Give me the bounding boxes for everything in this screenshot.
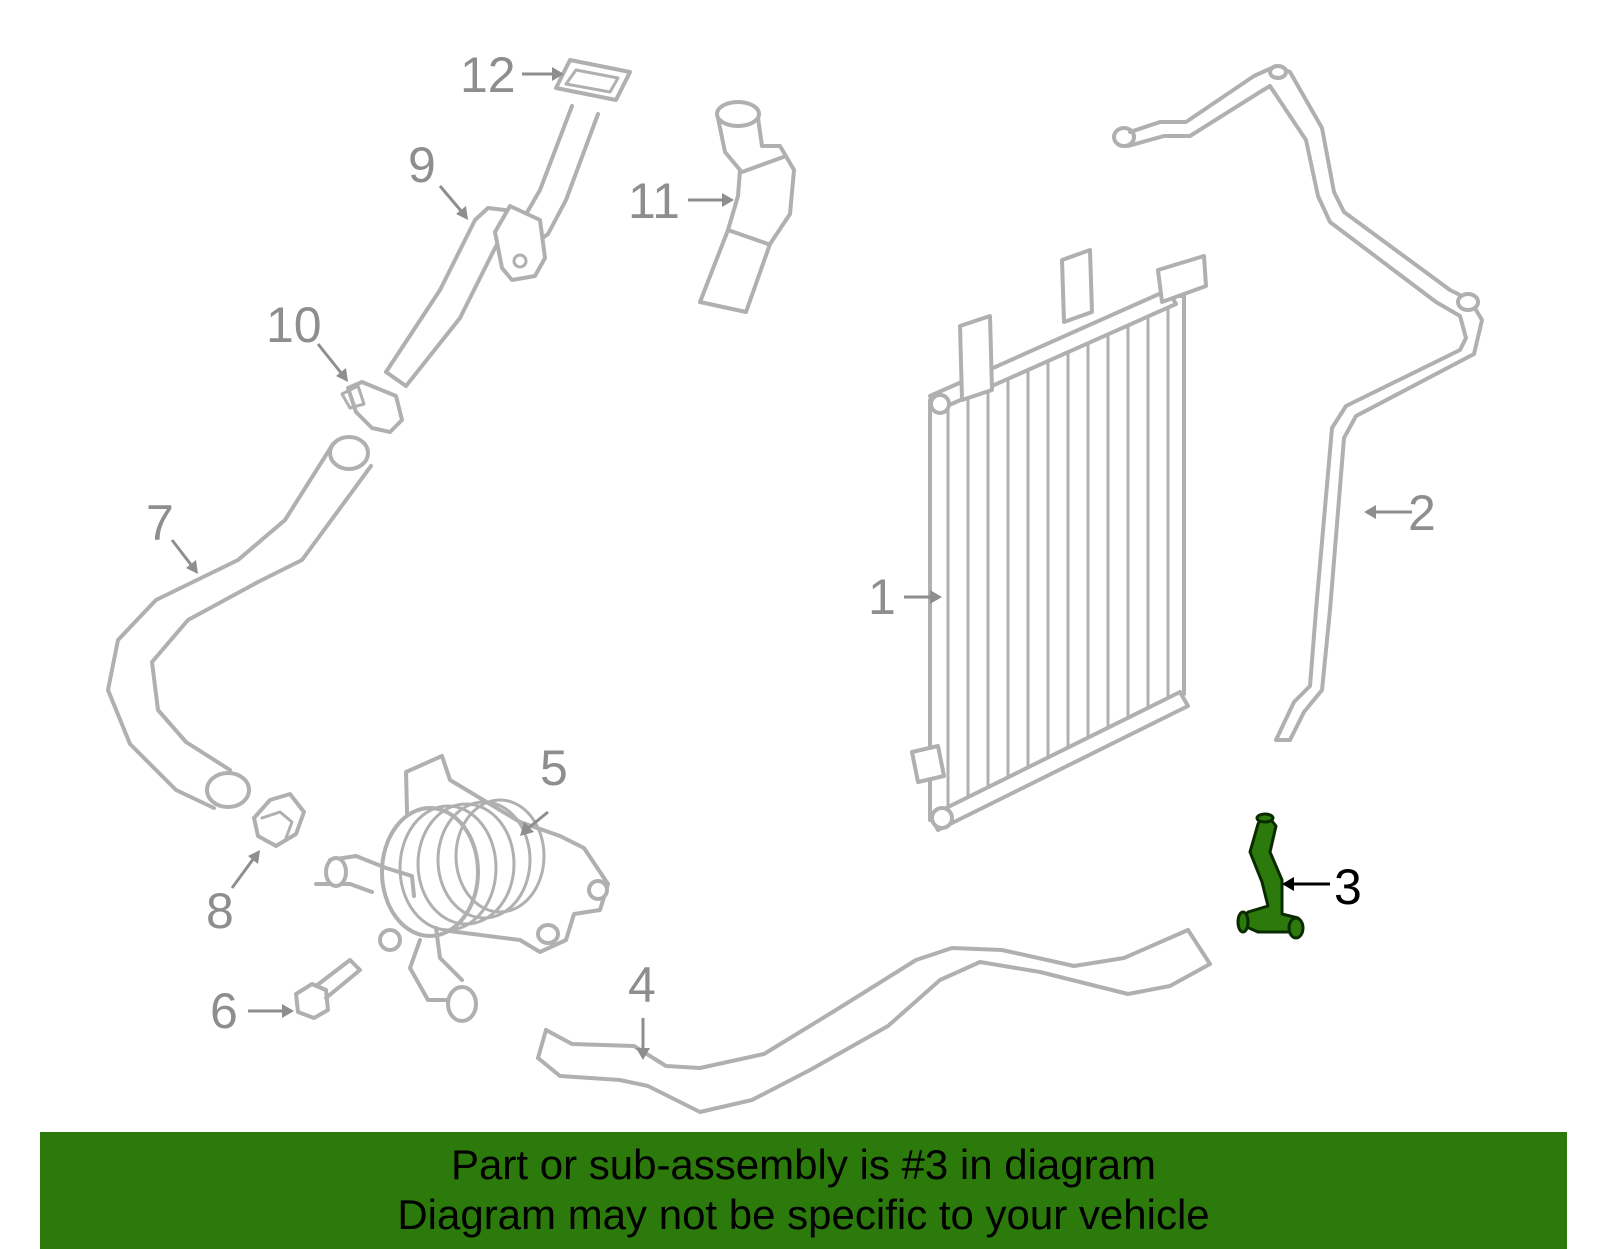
callout-1[interactable]: 1	[868, 569, 896, 625]
part-7-hose[interactable]	[106, 435, 373, 810]
callout-4[interactable]: 4	[628, 957, 656, 1013]
arrow-9	[438, 185, 468, 220]
part-12-seal[interactable]	[554, 58, 632, 102]
part-6-bolt[interactable]	[294, 958, 362, 1020]
callout-3[interactable]: 3	[1334, 859, 1362, 915]
banner-line-disclaimer: Diagram may not be specific to your vehi…	[397, 1191, 1210, 1238]
info-banner: Part or sub-assembly is #3 in diagram Di…	[40, 1132, 1567, 1249]
arrow-3	[1282, 877, 1330, 891]
part-10-clamp[interactable]	[340, 380, 404, 434]
part-2-tube[interactable]	[1112, 64, 1484, 742]
part-4-hose[interactable]	[536, 928, 1212, 1114]
callout-2[interactable]: 2	[1408, 485, 1436, 541]
arrow-4	[636, 1018, 650, 1060]
callout-6[interactable]: 6	[210, 983, 238, 1039]
arrow-6	[248, 1004, 294, 1018]
part-1-radiator[interactable]	[910, 248, 1208, 832]
callout-5[interactable]: 5	[540, 740, 568, 796]
callout-11[interactable]: 11	[628, 173, 680, 229]
part-8-clamp[interactable]	[252, 792, 306, 848]
arrow-1	[904, 590, 942, 604]
arrow-7	[170, 539, 198, 574]
callout-7[interactable]: 7	[146, 495, 174, 551]
part-11-hose[interactable]	[698, 100, 796, 314]
arrow-10	[316, 343, 348, 382]
callout-9[interactable]: 9	[408, 137, 436, 193]
part-9-tube[interactable]	[384, 104, 600, 388]
arrow-5	[520, 810, 549, 836]
arrow-11	[688, 193, 734, 207]
callout-12[interactable]: 12	[460, 47, 516, 103]
arrow-2	[1364, 505, 1412, 519]
banner-line-part: Part or sub-assembly is #3 in diagram	[451, 1141, 1156, 1188]
callout-numbers: 1 2 3 4 5 6 7 8 9 10 11 12	[146, 47, 1436, 1039]
part-5-oil-cooler[interactable]	[314, 754, 610, 1023]
callout-arrows	[170, 67, 1412, 1060]
arrow-8	[230, 850, 260, 889]
part-3-tube[interactable]	[1236, 812, 1305, 940]
callout-8[interactable]: 8	[206, 883, 234, 939]
callout-10[interactable]: 10	[266, 297, 322, 353]
arrow-12	[522, 67, 564, 81]
